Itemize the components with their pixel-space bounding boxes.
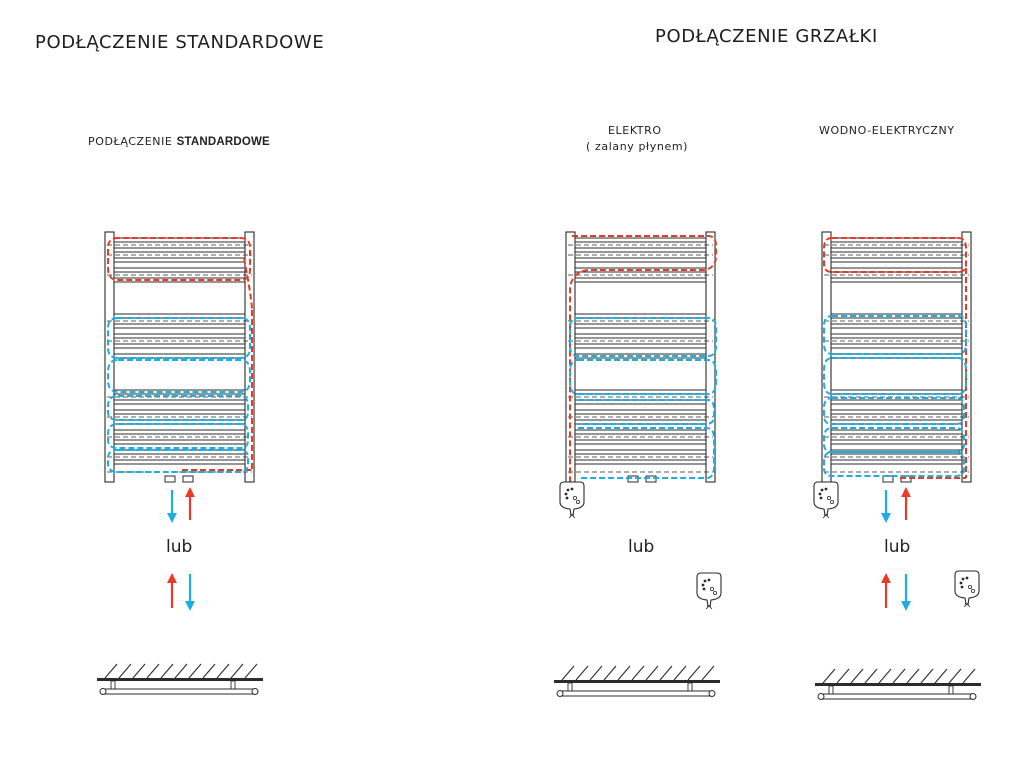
subtitle-electro-note: ( zalany płynem) <box>586 140 689 153</box>
arrows-standard-bottom <box>167 573 195 611</box>
arrows-standard-top <box>167 487 195 523</box>
heating-element-icon <box>954 570 980 608</box>
or-label-standard: lub <box>166 537 193 557</box>
heating-element-icon <box>696 572 722 610</box>
subtitle-water-electric: WODNO-ELEKTRYCZNY <box>819 124 955 137</box>
heating-element-icon <box>559 481 585 519</box>
title-heater-connection: PODŁĄCZENIE GRZAŁKI <box>655 26 878 47</box>
subtitle-standard: PODŁĄCZENIE STANDARDOWE <box>88 135 270 148</box>
arrows-water-electric-top <box>881 487 911 523</box>
subtitle-electro: ELEKTRO <box>608 124 662 137</box>
or-label-water-electric: lub <box>884 537 911 557</box>
heating-element-icon <box>813 481 839 519</box>
radiator-standard <box>104 231 255 483</box>
wall-mount-icon <box>814 668 982 701</box>
radiator-water-electric <box>821 231 972 483</box>
wall-mount-icon <box>96 663 264 696</box>
radiator-electro <box>565 231 717 483</box>
subtitle-standard-prefix: PODŁĄCZENIE <box>88 135 173 148</box>
or-label-electro: lub <box>628 537 655 557</box>
subtitle-standard-bold: STANDARDOWE <box>176 136 270 148</box>
title-standard-connection: PODŁĄCZENIE STANDARDOWE <box>35 32 325 53</box>
arrows-water-electric-bottom <box>881 573 911 611</box>
wall-mount-icon <box>553 665 721 698</box>
